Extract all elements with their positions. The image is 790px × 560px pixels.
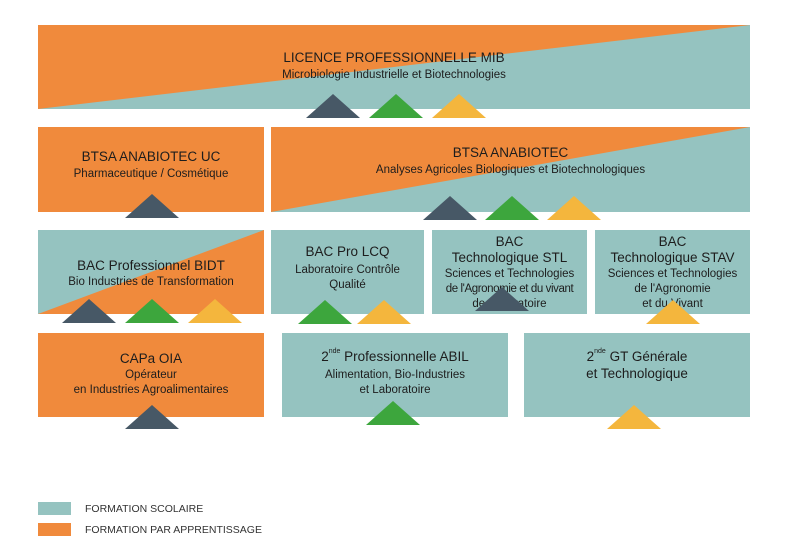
btsa-title: BTSA ANABIOTEC [452, 145, 569, 160]
licence-title: LICENCE PROFESSIONNELLE MIB [283, 50, 505, 65]
seconde-pro-sub-1: Alimentation, Bio-Industries [325, 369, 465, 381]
legend-swatch-orange [38, 523, 71, 536]
dark-triangle [125, 405, 179, 429]
legend-label-scolaire: FORMATION SCOLAIRE [85, 502, 204, 515]
capa-sub-1: Opérateur [125, 369, 177, 381]
btsa-uc-subtitle: Pharmaceutique / Cosmétique [73, 168, 229, 180]
licence-subtitle: Microbiologie Industrielle et Biotechnol… [282, 69, 506, 81]
btsa-uc-title: BTSA ANABIOTEC UC [81, 149, 221, 164]
btsa-uc-box: BTSA ANABIOTEC UC Pharmaceutique / Cosmé… [38, 127, 264, 212]
dark-triangle [125, 194, 179, 218]
dark-triangle [62, 299, 116, 323]
bac-bidt-subtitle: Bio Industries de Transformation [68, 276, 234, 288]
yellow-triangle [357, 300, 411, 324]
seconde-pro-title: 2nde Professionnelle ABIL [321, 348, 469, 364]
green-triangle [366, 401, 420, 425]
dark-triangle [423, 196, 477, 220]
apprentissage-triangle [306, 94, 360, 118]
dark-triangle [475, 287, 529, 311]
yellow-triangle [547, 196, 601, 220]
bac-stav-title-2: Technologique STAV [610, 250, 735, 265]
capa-title: CAPa OIA [119, 351, 183, 366]
bac-stl-title-1: BAC [495, 234, 524, 249]
bac-stav-title-1: BAC [658, 234, 687, 249]
seconde-gt-title-1: 2nde GT Générale [586, 348, 688, 364]
yellow-triangle [432, 94, 486, 118]
legend-swatch-teal [38, 502, 71, 515]
bac-stav-sub-1: Sciences et Technologies [607, 268, 738, 280]
btsa-background [271, 127, 750, 212]
legend-label-apprentissage: FORMATION PAR APPRENTISSAGE [85, 523, 262, 536]
bac-bidt-title: BAC Professionnel BIDT [77, 258, 225, 273]
seconde-gt-title-2: et Technologique [586, 366, 688, 381]
bac-stl-sub-1: Sciences et Technologies [444, 268, 575, 280]
bac-lcq-title: BAC Pro LCQ [305, 244, 390, 259]
btsa-subtitle: Analyses Agricoles Biologiques et Biotec… [375, 164, 646, 176]
bac-stav-sub-2: de l'Agronomie [634, 283, 711, 295]
seconde-pro-sub-2: et Laboratoire [359, 384, 431, 396]
yellow-triangle [607, 405, 661, 429]
legend-apprentissage: FORMATION PAR APPRENTISSAGE [38, 523, 262, 536]
capa-box: CAPa OIA Opérateur en Industries Agroali… [38, 333, 264, 417]
capa-sub-2: en Industries Agroalimentaires [73, 384, 229, 396]
green-triangle [298, 300, 352, 324]
yellow-triangle [646, 300, 700, 324]
bac-lcq-subtitle-1: Laboratoire Contrôle [295, 264, 400, 276]
licence-box: LICENCE PROFESSIONNELLE MIB Microbiologi… [38, 25, 750, 109]
green-triangle [485, 196, 539, 220]
green-triangle [125, 299, 179, 323]
seconde-gt-box: 2nde GT Générale et Technologique [524, 333, 750, 417]
yellow-triangle [188, 299, 242, 323]
bac-stl-title-2: Technologique STL [451, 250, 568, 265]
btsa-box: BTSA ANABIOTEC Analyses Agricoles Biolog… [271, 127, 750, 212]
legend-scolaire: FORMATION SCOLAIRE [38, 502, 203, 515]
bac-lcq-subtitle-2: Qualité [329, 279, 366, 291]
green-triangle [369, 94, 423, 118]
